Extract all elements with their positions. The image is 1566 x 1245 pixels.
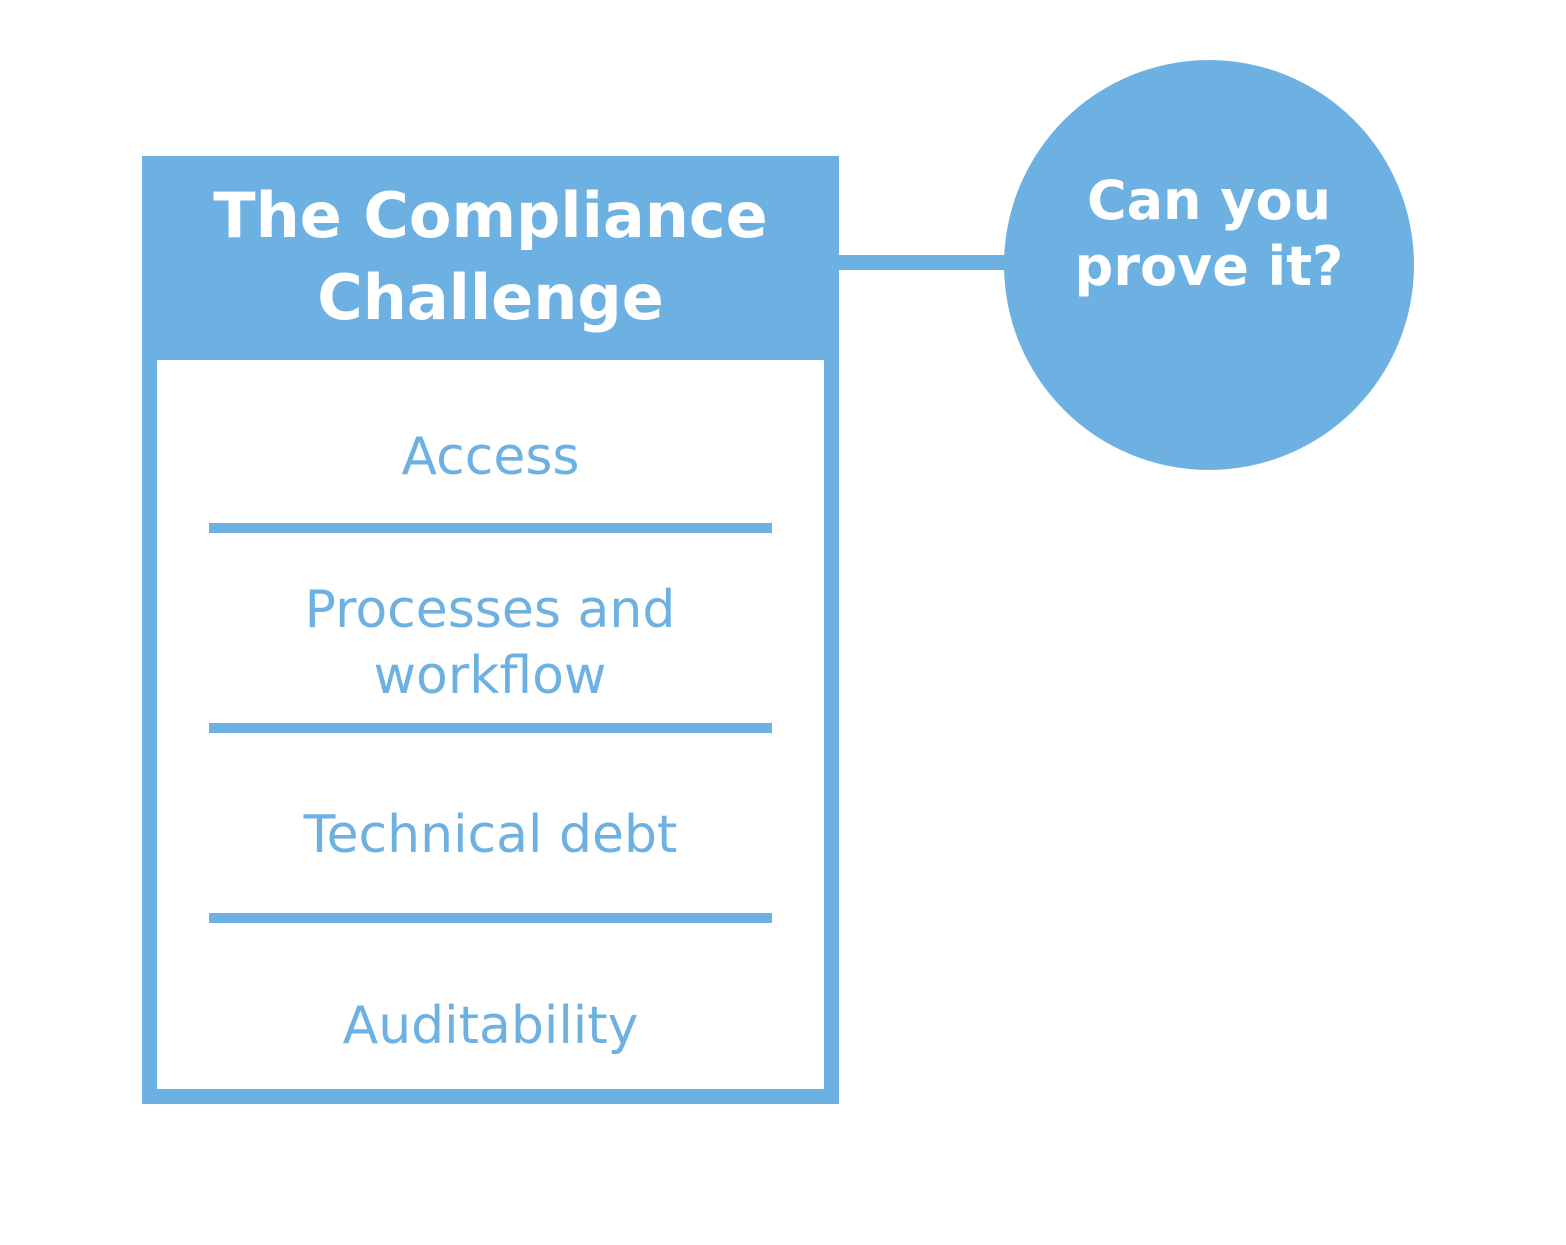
panel-header: The Compliance Challenge: [157, 171, 824, 360]
divider: [209, 723, 772, 733]
question-bubble: Can you prove it?: [1004, 60, 1414, 470]
divider: [209, 913, 772, 923]
connector-line: [838, 255, 1010, 270]
list-item-technical-debt: Technical debt: [303, 805, 678, 865]
list-item-access: Access: [401, 427, 580, 487]
list-item-auditability: Auditability: [342, 996, 639, 1056]
divider: [209, 523, 772, 533]
compliance-panel: The Compliance Challenge Access Processe…: [142, 156, 839, 1104]
bubble-text: Can you prove it?: [1074, 169, 1344, 298]
list-item-processes: Processes and workflow: [304, 580, 676, 706]
panel-title: The Compliance Challenge: [213, 178, 768, 334]
